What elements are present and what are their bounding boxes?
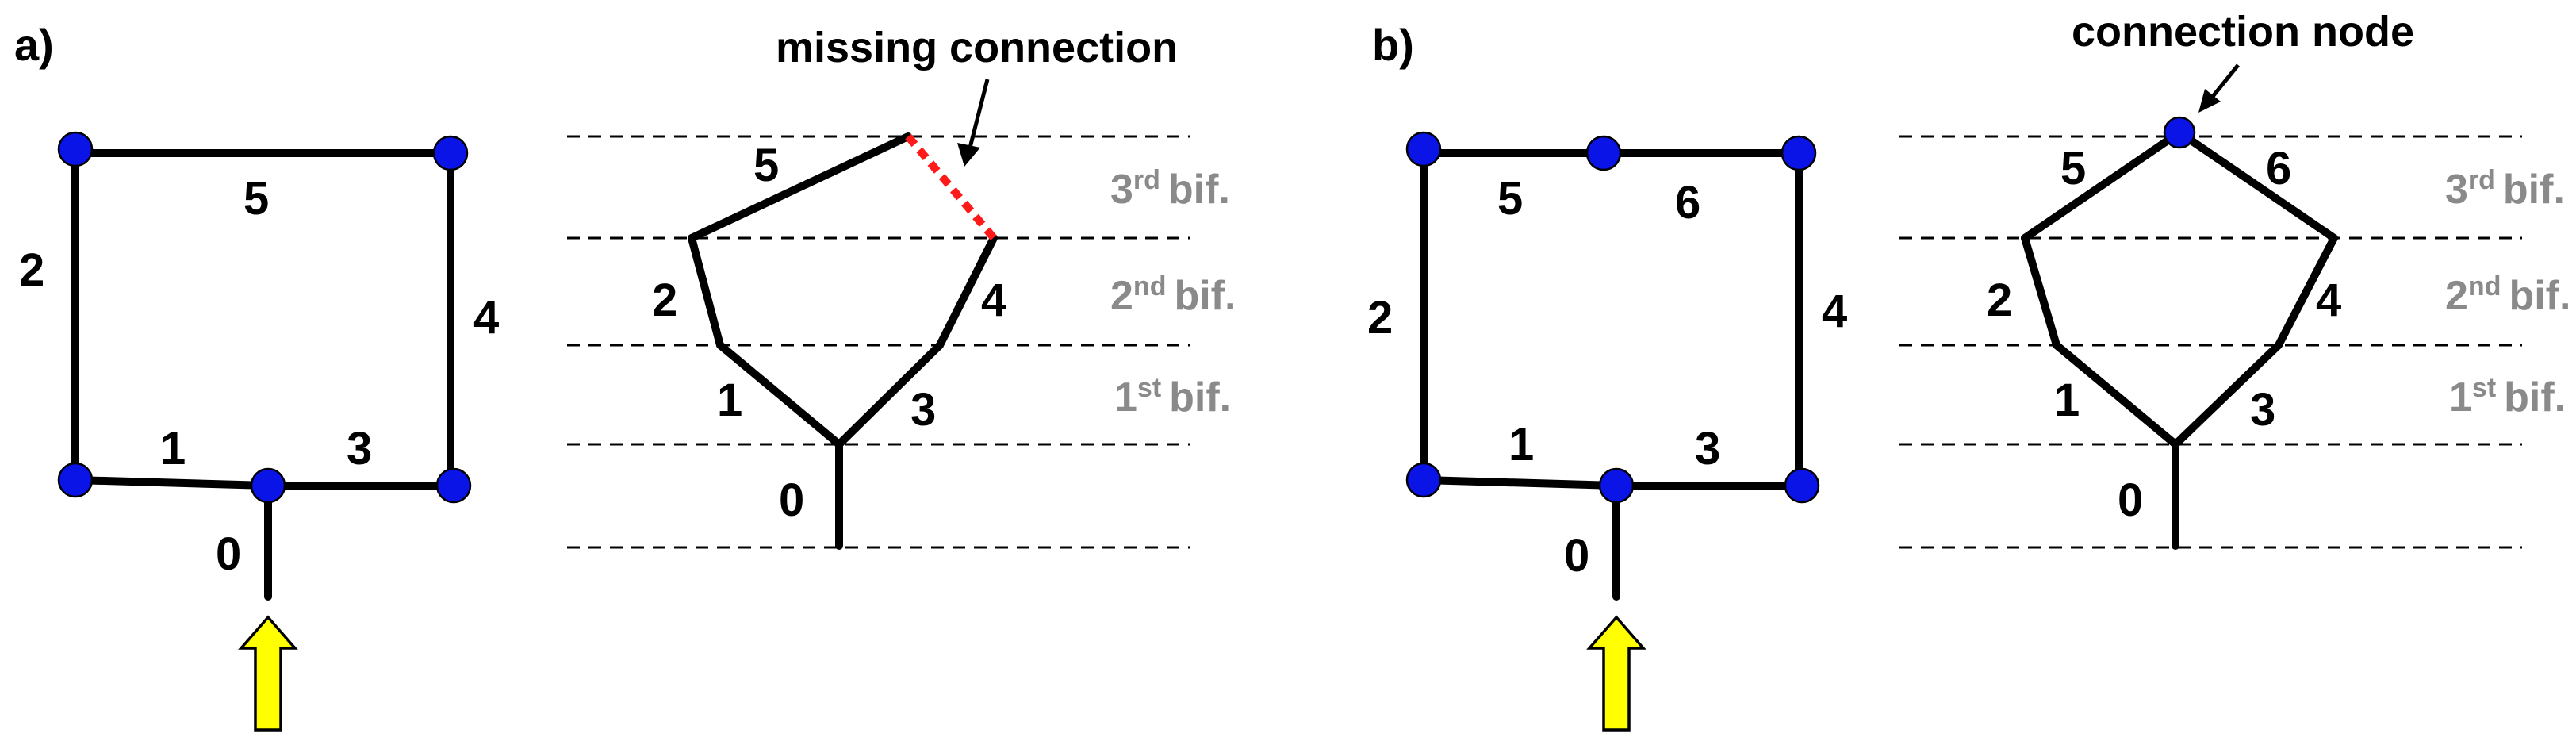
tree-edge-4-b [2275, 234, 2338, 349]
network-a: 5 2 4 1 3 0 [19, 131, 499, 732]
tree-edge-5-a [688, 132, 912, 242]
edge-label-1-a: 1 [160, 423, 186, 474]
inflow-arrow-b [1586, 615, 1646, 732]
tree-edge-1-b [2053, 341, 2179, 448]
tree-label-1-a: 1 [717, 374, 742, 426]
node-bottom-right-a [435, 467, 472, 504]
connection-node-pointer [2210, 63, 2240, 100]
tree-edge-2-a [688, 234, 724, 349]
edge-label-5-b: 5 [1497, 173, 1523, 225]
edge-label-0-b: 0 [1564, 530, 1589, 582]
node-top-right-a [432, 135, 469, 171]
missing-connection-line [905, 133, 997, 241]
missing-connection-label: missing connection [776, 24, 1178, 71]
edge-1-b [1420, 476, 1620, 490]
tree-edge-4-a [936, 234, 998, 349]
tree-edge-1-a [716, 341, 843, 448]
tree-label-5-b: 5 [2060, 143, 2086, 194]
tree-label-0-b: 0 [2118, 474, 2143, 526]
node-top-left-b [1405, 131, 1442, 167]
missing-connection-pointer-head [957, 143, 980, 167]
tree-label-4-b: 4 [2316, 275, 2341, 326]
edge-label-3-b: 3 [1695, 423, 1720, 474]
tree-label-2-b: 2 [1987, 275, 2012, 326]
edge-label-2-b: 2 [1367, 292, 1393, 344]
edge-1-a [71, 476, 272, 490]
network-b: 5 6 2 4 1 3 0 [1367, 131, 1847, 732]
tree-label-0-a: 0 [779, 474, 804, 526]
node-connection-b [1585, 135, 1622, 171]
inflow-arrow-a [238, 615, 298, 732]
connection-node-pointer-head [2198, 89, 2221, 113]
missing-connection-pointer [967, 79, 990, 152]
tree-label-5-a: 5 [753, 140, 779, 191]
tree-label-4-a: 4 [981, 275, 1006, 326]
edge-label-5-a: 5 [243, 173, 269, 225]
node-inlet-b [1598, 467, 1635, 504]
panel-b-label: b) [1372, 20, 1414, 70]
node-bottom-left-b [1405, 462, 1442, 498]
tree-label-1-b: 1 [2054, 374, 2080, 426]
tree-edge-6-b [2175, 129, 2338, 242]
tree-label-6-b: 6 [2266, 143, 2291, 194]
edge-label-1-b: 1 [1508, 419, 1534, 470]
edge-label-3-a: 3 [347, 423, 372, 474]
tree-label-2-a: 2 [652, 275, 677, 326]
tree-edge-3-a [835, 341, 944, 448]
edge-label-4-b: 4 [1822, 286, 1847, 337]
panel-a: a) 5 2 4 1 3 0 [14, 20, 1236, 732]
tree-edge-2-b [2021, 234, 2060, 349]
node-top-right-b [1781, 135, 1817, 171]
tree-label-3-b: 3 [2250, 384, 2275, 436]
tree-edge-3-b [2172, 341, 2283, 448]
tree-edge-5-b [2021, 129, 2183, 242]
node-inlet-a [250, 467, 286, 504]
connection-node [2163, 116, 2196, 149]
node-bottom-left-a [57, 462, 94, 498]
edge-label-4-a: 4 [473, 292, 499, 344]
edge-label-2-a: 2 [19, 244, 44, 296]
panel-b: b) 5 6 2 4 1 3 0 [1367, 8, 2570, 732]
tree-label-3-a: 3 [910, 384, 936, 436]
node-bottom-right-b [1784, 467, 1820, 504]
panel-a-label: a) [14, 20, 54, 70]
node-top-left-a [57, 131, 94, 167]
connection-node-label: connection node [2072, 8, 2414, 56]
edge-label-0-a: 0 [216, 528, 241, 580]
edge-label-6-b: 6 [1675, 177, 1700, 228]
